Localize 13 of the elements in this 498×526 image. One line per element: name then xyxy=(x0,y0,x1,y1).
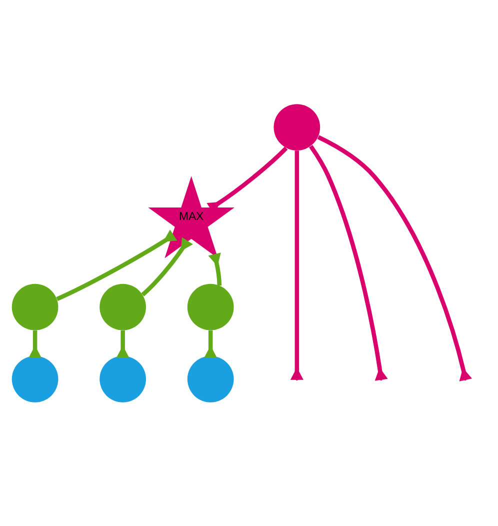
node-circle xyxy=(99,283,146,330)
node-circle xyxy=(186,355,234,402)
connector xyxy=(56,229,177,301)
connector xyxy=(28,330,42,358)
connector xyxy=(204,330,217,358)
node-circle xyxy=(273,104,320,150)
connector xyxy=(116,330,129,358)
node-circle xyxy=(11,283,58,330)
node-circle xyxy=(186,283,234,330)
node-circle xyxy=(99,355,146,402)
connector xyxy=(140,236,192,296)
connector xyxy=(208,252,222,286)
node-circle xyxy=(11,355,58,402)
